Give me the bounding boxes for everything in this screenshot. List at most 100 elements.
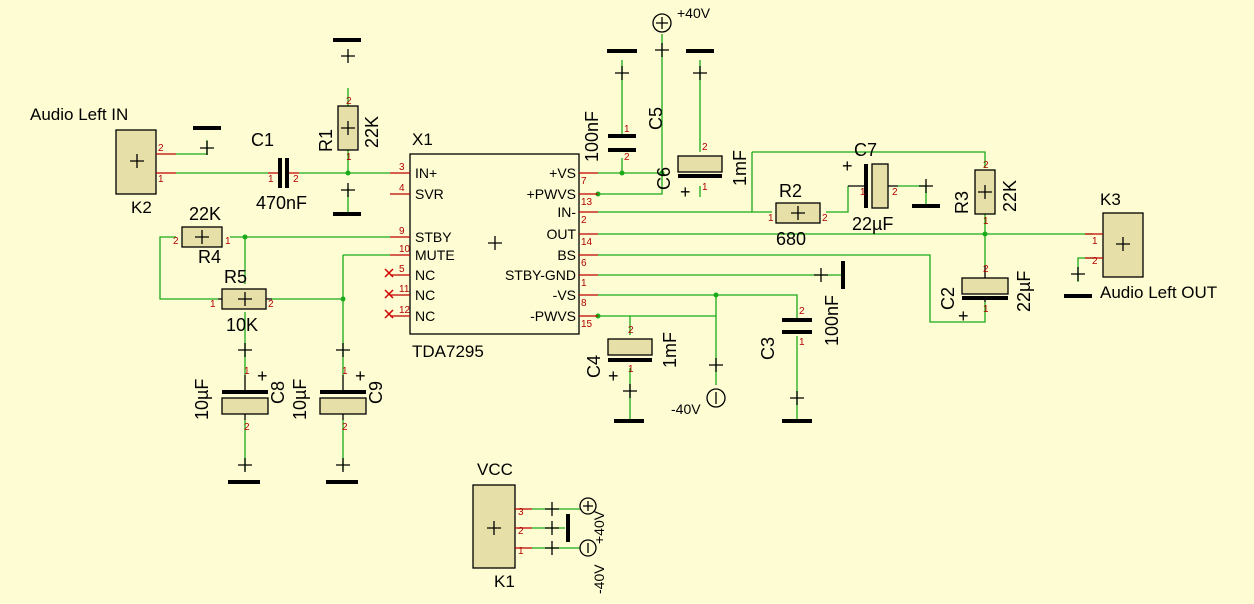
pin-number: 1 — [983, 304, 989, 315]
no-connect-icon — [384, 268, 394, 278]
pin-number: 1 — [983, 216, 989, 227]
resistor-r4[interactable]: 2 1 22K R4 — [173, 204, 231, 267]
c6-plus: + — [680, 182, 691, 202]
pin-number: 2 — [173, 236, 179, 247]
pin-number: 1 — [1092, 236, 1098, 247]
c3-value: 100nF — [822, 295, 842, 346]
c4-value: 1mF — [660, 332, 680, 368]
k3-ref: K3 — [1100, 190, 1121, 209]
pin-number: 11 — [399, 284, 410, 295]
c7-ref: C7 — [854, 140, 877, 160]
k1-ref: K1 — [494, 572, 515, 591]
c8-plus: + — [257, 366, 268, 386]
pin-number: 13 — [581, 197, 593, 208]
pin-number: 1 — [581, 278, 587, 289]
pin-number: 2 — [268, 299, 274, 310]
chip-pin-right[interactable]: 15-PWVS — [530, 308, 598, 330]
chip-pin-right[interactable]: 8 -VS — [553, 287, 598, 309]
supply-neg-40v[interactable]: -40V — [671, 388, 726, 417]
c1-value: 470nF — [256, 193, 307, 213]
pin-number: 1 — [768, 213, 774, 224]
pin-number: 1 — [628, 364, 634, 375]
resistor-r2[interactable]: 1 2 R2 680 — [768, 181, 828, 249]
c6-value: 1mF — [730, 150, 750, 186]
pin-number: 14 — [581, 237, 593, 248]
pin-number: 1 — [244, 366, 250, 377]
capacitor-c9[interactable]: 1 2 + 10µF C9 — [290, 366, 386, 433]
chip-pin-right[interactable]: 13+PWVS — [527, 186, 598, 208]
supply-pos-40v[interactable]: +40V — [652, 5, 711, 33]
pin-number: 2 — [624, 152, 630, 163]
r2-value: 680 — [776, 229, 806, 249]
origin-crosses — [200, 43, 1085, 555]
pin-number: 1 — [342, 366, 348, 377]
junction — [659, 170, 665, 176]
chip-body — [409, 153, 580, 335]
pin-number: 8 — [581, 298, 587, 309]
connector-k2[interactable]: Audio Left IN 2 1 K2 — [30, 105, 176, 217]
c2-plus: + — [958, 306, 969, 326]
c4-body — [607, 338, 653, 356]
pin-label: NC — [415, 267, 435, 283]
chip-pin-right[interactable]: 2IN- — [557, 204, 598, 226]
capacitor-c2[interactable]: 2 1 + C2 22µF — [938, 264, 1034, 326]
chip-pin-right[interactable]: 6 BS — [557, 247, 598, 269]
pin-label: -VS — [553, 287, 576, 303]
r1-value: 22K — [362, 116, 382, 148]
chip-origin-cross — [488, 236, 502, 250]
resistor-r1[interactable]: 2 1 R1 22K — [316, 96, 382, 163]
r1-ref: R1 — [316, 129, 336, 152]
resistor-r3[interactable]: 2 1 R3 22K — [952, 160, 1020, 227]
pos-supply-label: +40V — [677, 5, 711, 21]
c9-plus: + — [355, 366, 366, 386]
chip-part: TDA7295 — [412, 342, 484, 361]
pin-number: 1 — [624, 124, 630, 135]
pin-number: 2 — [158, 143, 164, 154]
pin-label: -PWVS — [530, 308, 576, 324]
chip-pin-right[interactable]: 7+VS — [549, 165, 598, 187]
pin-number: 2 — [628, 325, 634, 336]
k2-ref: K2 — [131, 198, 152, 217]
connector-k3[interactable]: K3 1 2 Audio Left OUT — [1085, 190, 1217, 302]
r3-value: 22K — [1000, 180, 1020, 212]
minus-circle-icon — [579, 539, 597, 557]
pin-number: 2 — [244, 422, 250, 433]
capacitor-c6[interactable]: 2 1 + C6 1mF — [654, 142, 750, 202]
c9-body — [319, 397, 367, 415]
connector-k1[interactable]: VCC 3 2 1 K1 +40V -40V — [472, 460, 607, 594]
junction — [982, 231, 988, 237]
pin-label: BS — [557, 247, 576, 263]
pin-number: 6 — [581, 258, 587, 269]
pin-label: IN+ — [415, 165, 437, 181]
c9-ref: C9 — [366, 381, 386, 404]
pin-number: 2 — [1092, 256, 1098, 267]
resistor-r5[interactable]: 1 2 R5 10K — [210, 267, 274, 335]
pin-number: 2 — [892, 187, 898, 198]
pin-number: 1 — [702, 182, 708, 193]
capacitor-c8[interactable]: 1 2 + 10µF C8 — [192, 366, 288, 433]
capacitor-c4[interactable]: 2 1 + C4 1mF — [584, 325, 680, 386]
capacitor-c7[interactable]: 1 2 + C7 22µF — [842, 140, 898, 234]
capacitor-c3[interactable]: 2 1 C3 100nF — [758, 295, 842, 360]
r4-ref: R4 — [198, 247, 221, 267]
ground-symbols — [193, 38, 1092, 542]
pin-number: 2 — [293, 174, 299, 185]
pin-number: 1 — [346, 152, 352, 163]
c1-ref: C1 — [251, 130, 274, 150]
pin-number: 12 — [399, 305, 411, 316]
capacitor-c1[interactable]: 1 2 C1 470nF — [251, 130, 307, 213]
k3-label: Audio Left OUT — [1100, 283, 1217, 302]
capacitor-c5[interactable]: 1 2 100nF C5 — [582, 107, 666, 163]
